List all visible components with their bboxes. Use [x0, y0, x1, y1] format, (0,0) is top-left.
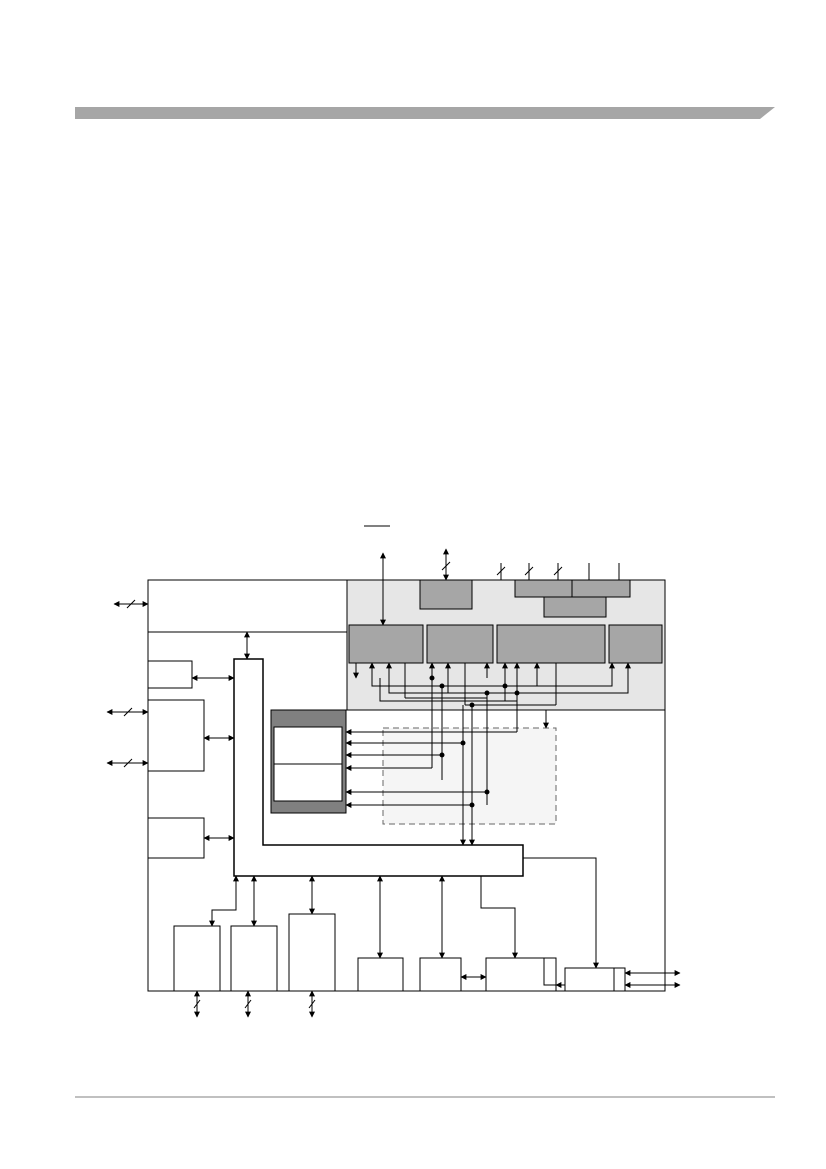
bottom-block-3 [288, 913, 336, 992]
bottom-block-6 [485, 957, 557, 992]
block-left-2 [147, 699, 205, 772]
memory-cell-top [273, 726, 343, 765]
top-module-3 [543, 596, 607, 618]
bottom-block-2 [230, 925, 278, 992]
bottom-block-5 [419, 957, 462, 992]
top-left-block [147, 579, 348, 633]
dashed-region [382, 727, 557, 825]
top-module-1 [419, 579, 473, 610]
module-b [426, 624, 494, 664]
block-left-3 [147, 817, 205, 859]
module-c [496, 624, 606, 664]
bottom-block-7 [564, 967, 626, 992]
bottom-block-4 [357, 957, 404, 992]
memory-cell-bottom [273, 763, 343, 802]
module-d [608, 624, 663, 664]
block-diagram [106, 548, 681, 1018]
bottom-block-1 [173, 925, 221, 992]
header-bar [75, 107, 775, 119]
module-a [348, 624, 424, 664]
small-block-left-1 [147, 660, 193, 689]
